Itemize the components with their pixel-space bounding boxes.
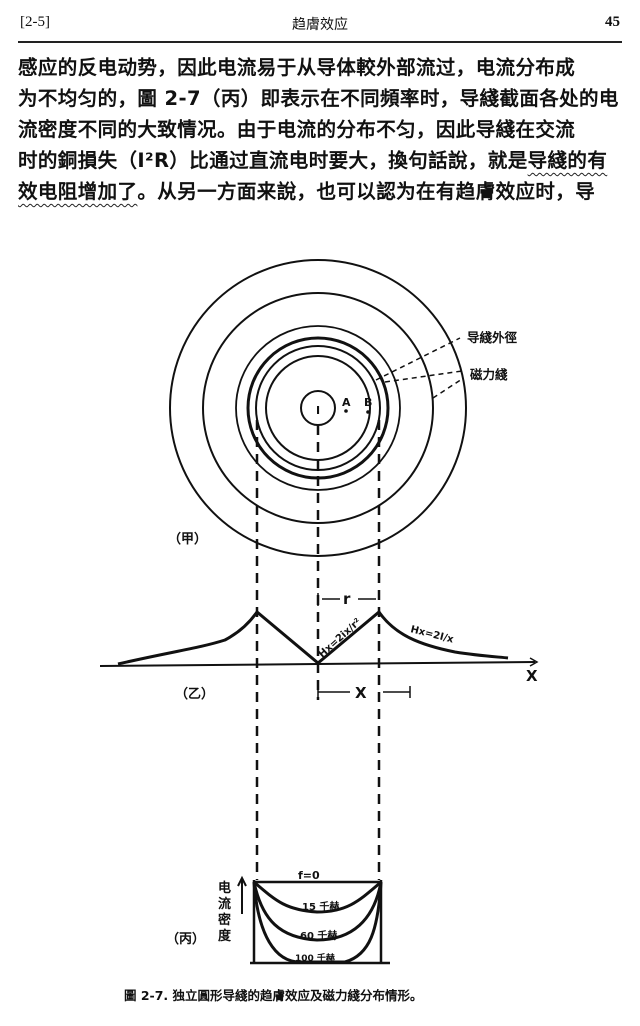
curve-60khz: [252, 881, 383, 942]
panel-a-label: （甲）: [168, 531, 207, 547]
curve-100khz: [252, 881, 383, 964]
line-text: 时的銅損失（I²R）比通过直流电时要大，換句話說，就是: [18, 149, 528, 172]
flux-circles: [169, 259, 467, 557]
x-dimension-label: X: [355, 684, 367, 702]
curve-label-f0: f=0: [298, 869, 320, 882]
projection-lines: [255, 420, 381, 880]
x-axis-label: X: [526, 667, 538, 685]
curve-label-100khz: 100 千赫: [295, 952, 335, 964]
svg-text:密: 密: [217, 912, 231, 928]
section-number: [2-5]: [20, 14, 50, 30]
svg-text:度: 度: [218, 928, 232, 944]
flux-lines-label: 磁力綫: [469, 367, 508, 382]
leader-outer-diameter: [375, 337, 461, 381]
y-axis-label: 电 流 密 度: [217, 880, 232, 944]
header-rule: [18, 41, 622, 43]
panel-c-label: （丙）: [166, 931, 205, 947]
inner-field-formula: Hx=2ix/r²: [317, 617, 364, 661]
page-number: 45: [605, 14, 620, 30]
svg-text:流: 流: [218, 896, 231, 912]
paragraph-line: 为不均匀的，圖 2-7（丙）即表示在不同頻率时，导綫截面各处的电: [18, 87, 619, 110]
curve-15khz: [253, 880, 382, 914]
curve-label-15khz: 15 千赫: [302, 900, 339, 913]
line-text: 。从另一方面来說，也可以認为在有趋膚效应时，导: [137, 180, 596, 203]
figure-caption: 圖 2-7. 独立圓形导綫的趋膚效应及磁力綫分布情形。: [124, 988, 423, 1003]
point-a-label: A: [342, 396, 351, 409]
paragraph-line: 感应的反电动势，因此电流易于从导体較外部流过，电流分布成: [18, 56, 576, 79]
leader-flux-line: [384, 370, 463, 383]
emphasized-text: 效电阻增加了: [18, 180, 138, 203]
paragraph-line: 流密度不同的大致情况。由于电流的分布不匀，因此导綫在交流: [18, 118, 576, 141]
radius-label: r: [343, 590, 351, 608]
curve-label-60khz: 60 千赫: [300, 929, 337, 942]
panel-b-label: （乙）: [175, 686, 214, 702]
page-header: [2-5] 趋膚效应 45: [18, 8, 622, 43]
paragraph-line: 效电阻增加了。从另一方面来說，也可以認为在有趋膚效应时，导: [18, 176, 626, 207]
emphasized-text: 导綫的有: [527, 149, 608, 172]
svg-text:电: 电: [218, 880, 231, 896]
current-label-i: I: [316, 404, 320, 417]
body-paragraph: 感应的反电动势，因此电流易于从导体較外部流过，电流分布成 为不均匀的，圖 2-7…: [18, 52, 626, 207]
field-curve: [117, 609, 509, 666]
point-b-label: B: [364, 396, 372, 409]
paragraph-line: 时的銅損失（I²R）比通过直流电时要大，換句話說，就是导綫的有: [18, 145, 626, 176]
running-title: 趋膚效应: [292, 17, 348, 33]
outer-diameter-label: 导綫外徑: [467, 330, 518, 345]
